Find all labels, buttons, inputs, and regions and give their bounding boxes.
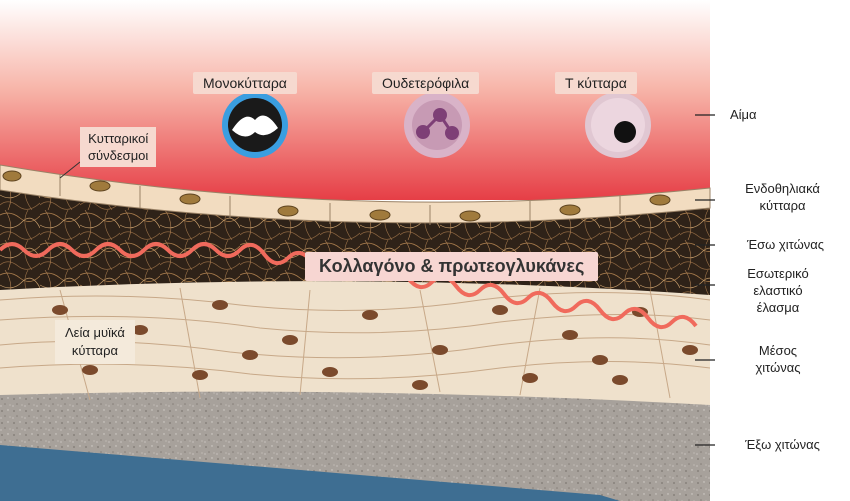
media-label-line1: Μέσος [738,342,818,359]
smc-label-line2: κύτταρα [65,342,125,360]
neutrophil-cell [404,92,470,158]
adventitia-label: Έξω χιτώνας [725,436,840,453]
cell-junctions-label: Κυτταρικοί σύνδεσμοι [80,127,156,167]
endothelial-label-line2: κύτταρα [725,197,840,214]
iel-label-line2: ελαστικό [728,282,828,299]
t-cell [585,92,651,158]
blood-label: Αίμα [730,106,757,123]
endothelial-cells-label: Ενδοθηλιακά κύτταρα [725,180,840,214]
endothelial-label-line1: Ενδοθηλιακά [725,180,840,197]
internal-elastic-lamina-label: Εσωτερικό ελαστικό έλασμα [728,265,828,316]
smooth-muscle-cells-label: Λεία μυϊκά κύτταρα [55,320,135,364]
iel-label-line1: Εσωτερικό [728,265,828,282]
media-label-line2: χιτώνας [738,359,818,376]
neutrophil-label: Ουδετερόφιλα [372,72,479,94]
t-cell-label: Τ κύτταρα [555,72,637,94]
iel-label-line3: έλασμα [728,299,828,316]
monocyte-cell [222,92,288,158]
collagen-proteoglycans-label: Κολλαγόνο & πρωτεογλυκάνες [305,252,598,281]
cell-junctions-label-line1: Κυτταρικοί [88,130,148,147]
intima-label: Έσω χιτώνας [728,236,843,253]
cell-junctions-label-line2: σύνδεσμοι [88,147,148,164]
media-label: Μέσος χιτώνας [738,342,818,376]
smc-label-line1: Λεία μυϊκά [65,324,125,342]
monocyte-label: Μονοκύτταρα [193,72,297,94]
